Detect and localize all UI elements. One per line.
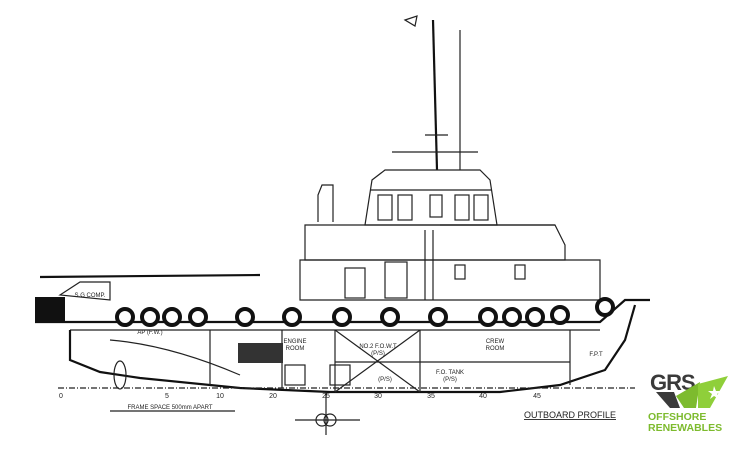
frame-tick: 10 [216, 393, 224, 400]
logo-line-offshore: OFFSHORE [648, 411, 707, 423]
label-fowt-2: (P/S) [371, 351, 385, 357]
label-fpt: F.P.T [589, 352, 603, 358]
main-engine [238, 343, 283, 363]
label-sg-comp: S.G COMP. [75, 293, 106, 299]
frame-tick: 40 [479, 393, 487, 400]
label-engine-room-1: ENGINE [283, 339, 306, 345]
logo-line-renewables: RENEWABLES [648, 422, 723, 434]
exhaust-stack [317, 184, 334, 222]
towing-rail [39, 273, 261, 279]
frame-scale: 0 5 10 20 25 30 35 40 45 [59, 393, 541, 400]
mast [392, 15, 478, 171]
drawing-title: OUTBOARD PROFILE [524, 410, 616, 420]
label-engine-room-2: ROOM [286, 346, 305, 352]
grs-logo: GRS OFFSHORE RENEWABLES [640, 368, 732, 446]
wheelhouse [364, 169, 498, 226]
logo-swoosh-icon [656, 376, 728, 408]
frame-tick: 35 [427, 393, 435, 400]
label-lower-tank: (P/S) [378, 377, 392, 383]
midship-symbol [295, 392, 360, 435]
frame-tick: 30 [374, 393, 382, 400]
label-fo-tank-2: (P/S) [443, 377, 457, 383]
frame-tick: 45 [533, 393, 541, 400]
hull [35, 281, 650, 394]
label-crew-room-1: CREW [486, 339, 505, 345]
label-fo-tank-1: F.O. TANK [436, 370, 464, 376]
deckhouse [299, 224, 601, 301]
frame-space-note: FRAME SPACE 500mm APART [127, 405, 212, 411]
label-crew-room-2: ROOM [486, 346, 505, 352]
propeller [113, 360, 127, 390]
frame-tick: 5 [165, 393, 169, 400]
frame-tick: 20 [269, 393, 277, 400]
label-fowt-1: NO.2 F.O.W.T [359, 344, 397, 350]
fenders [115, 297, 615, 327]
frame-tick: 0 [59, 393, 63, 400]
label-ap: AP (F.W.) [137, 330, 162, 336]
